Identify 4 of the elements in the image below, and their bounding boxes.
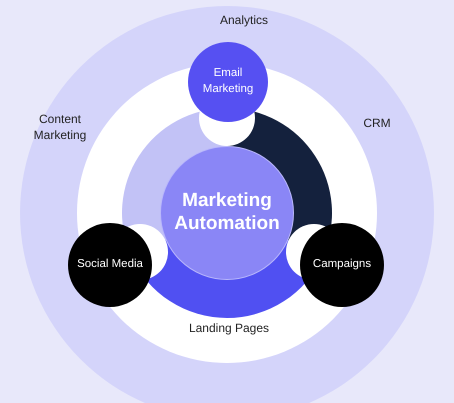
segment-label: Landing Pages xyxy=(188,320,270,336)
segment-label: CRM xyxy=(362,115,392,132)
segment-label: Content Marketing xyxy=(32,111,88,144)
segment-label: Analytics xyxy=(218,12,270,28)
